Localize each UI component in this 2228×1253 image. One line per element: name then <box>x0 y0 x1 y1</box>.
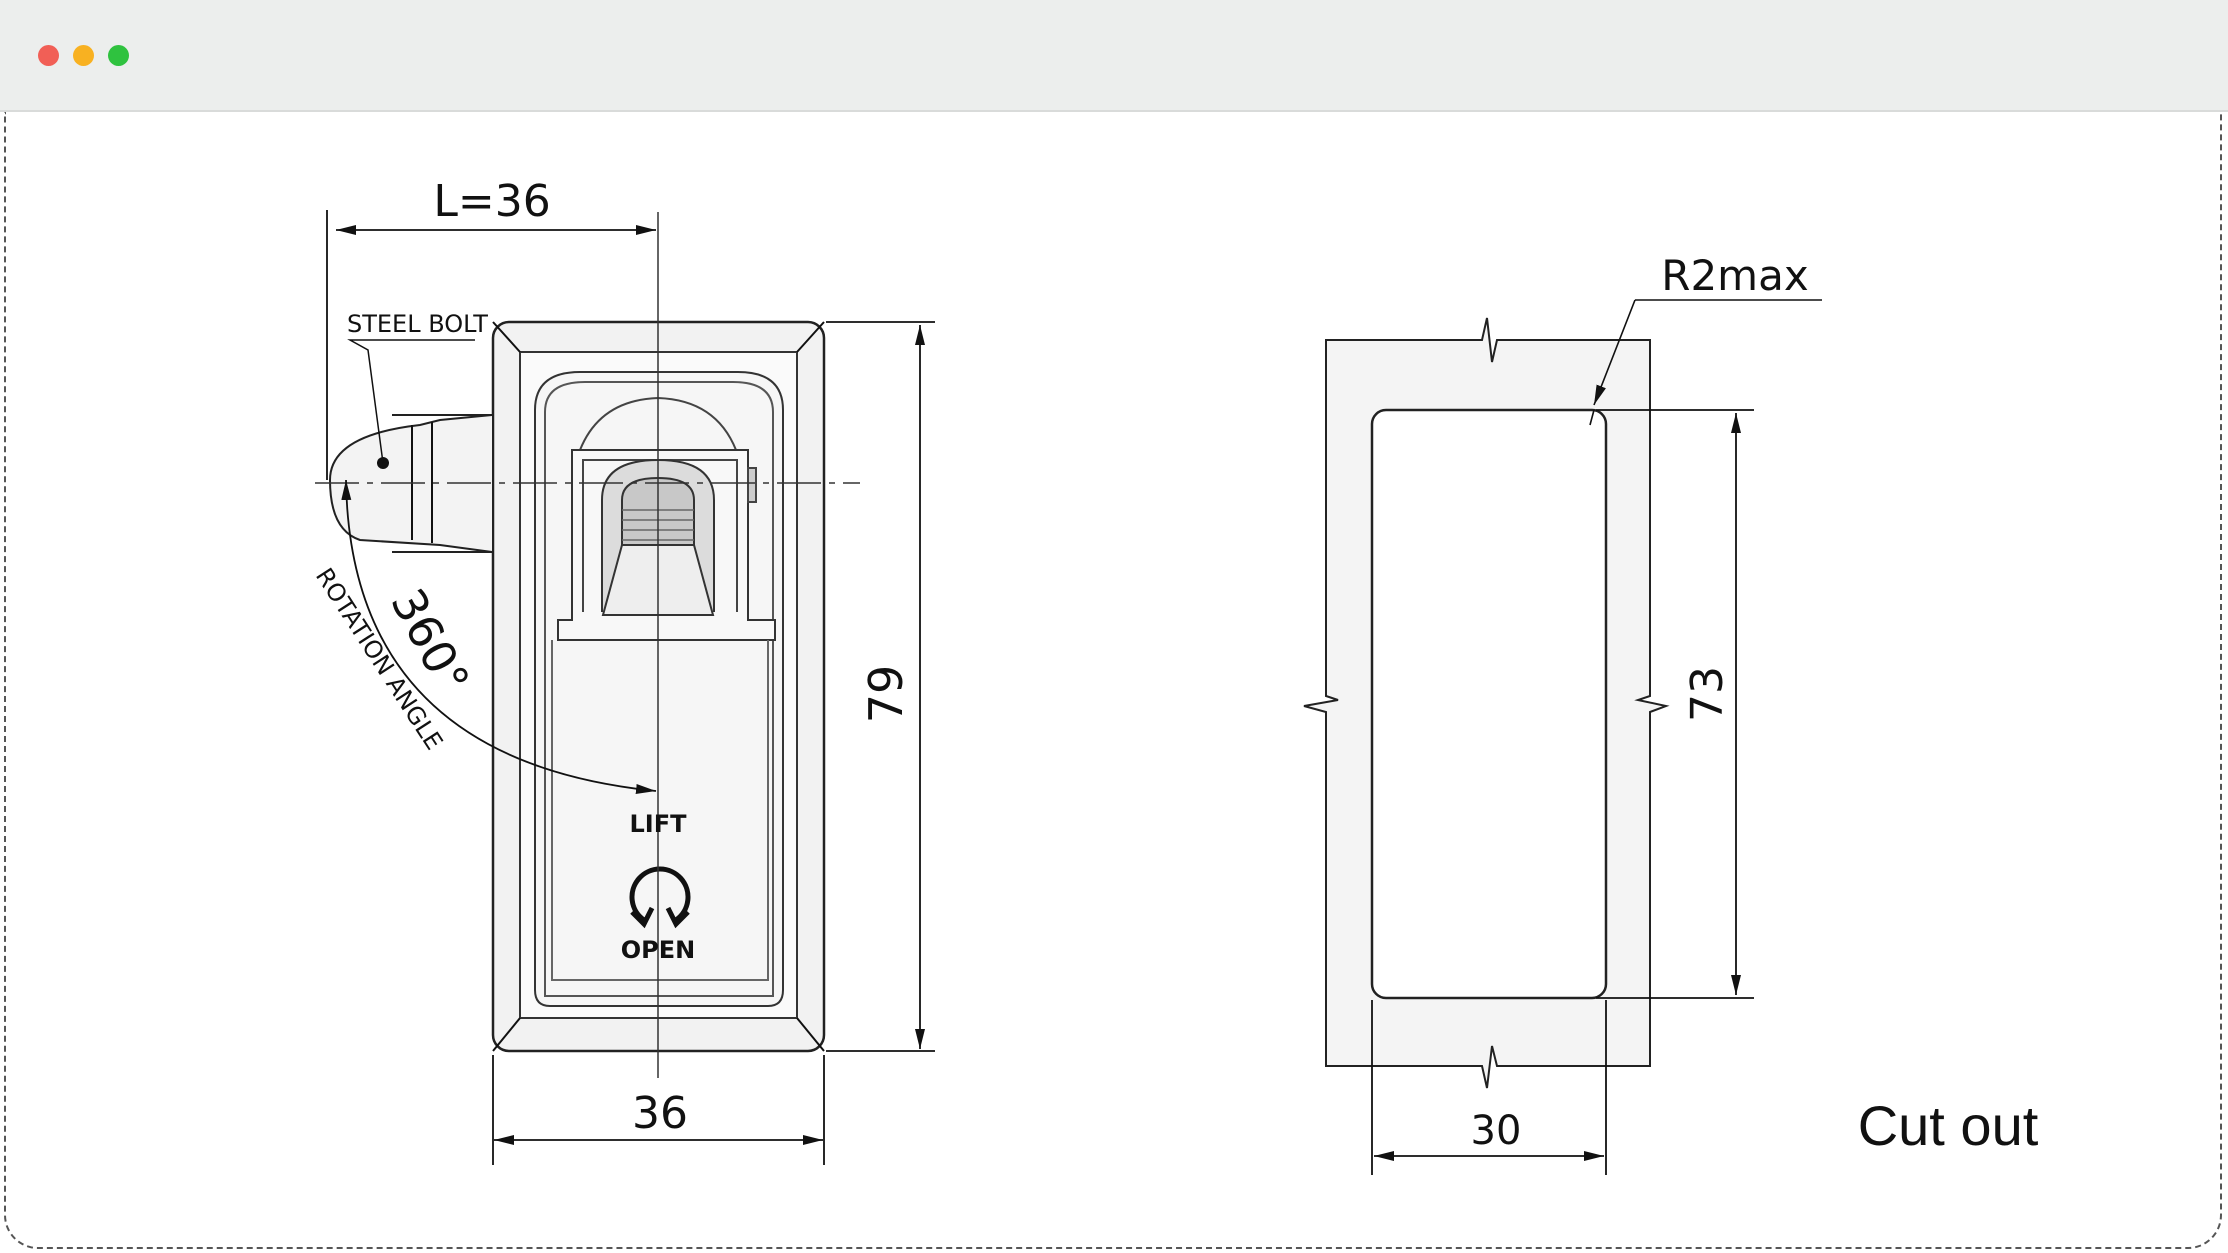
close-button[interactable] <box>38 45 59 66</box>
steel-bolt-label: STEEL BOLT <box>347 310 488 338</box>
cut-width-label: 30 <box>1471 1108 1522 1154</box>
steel-bolt <box>328 339 493 553</box>
minimize-button[interactable] <box>73 45 94 66</box>
height-label: 79 <box>859 665 913 724</box>
lift-label: LIFT <box>630 810 688 838</box>
width-label: 36 <box>632 1088 688 1139</box>
radius-leader <box>1589 299 1822 426</box>
content-frame <box>4 112 2222 1249</box>
dimension-length <box>326 210 656 480</box>
rotation-arc <box>341 479 657 794</box>
cutout-title: Cut out <box>1858 1094 2039 1157</box>
dimension-height <box>826 321 935 1052</box>
radius-label: R2max <box>1661 251 1808 300</box>
dimension-cut-height <box>1596 409 1754 999</box>
length-label: L=36 <box>433 176 550 227</box>
maximize-button[interactable] <box>108 45 129 66</box>
dimension-width <box>492 1055 825 1165</box>
cutout-panel <box>1303 317 1670 1089</box>
open-label: OPEN <box>621 936 695 964</box>
window-titlebar <box>0 0 2228 112</box>
dimension-cut-width <box>1371 1000 1607 1175</box>
cut-height-label: 73 <box>1682 666 1733 722</box>
